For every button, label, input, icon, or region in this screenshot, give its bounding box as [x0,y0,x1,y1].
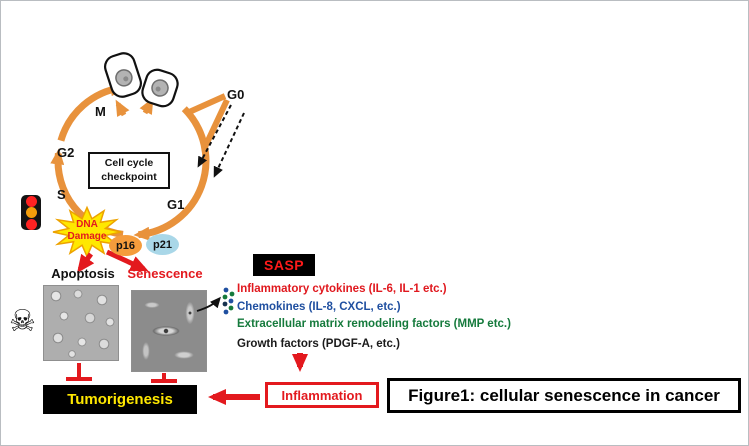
skull-icon: ☠ [9,304,36,339]
sasp-factor-matrix-remodeling: Extracellular matrix remodeling factors … [237,318,511,330]
phase-m-label: M [95,104,106,119]
senescence-label: Senescence [127,266,203,281]
phase-g0-label: G0 [227,87,245,102]
g0-branch [185,93,230,149]
secreted-factor-dots [222,287,235,315]
daughter-cells [104,52,179,108]
dna-damage-line1: DNA [76,219,98,230]
phase-g1-label: G1 [167,197,185,212]
figure-caption-box: Figure1: cellular senescence in cancer [387,378,741,413]
inflammation-box: Inflammation [265,382,379,408]
dna-damage-line2: Damage [67,230,107,242]
traffic-lamp-amber [25,207,37,218]
dna-damage-label: DNA Damage [57,219,117,242]
phase-g2-label: G2 [57,145,75,160]
sasp-factor-inflammatory-cytokines: Inflammatory cytokines (IL-6, IL-1 etc.) [237,283,447,295]
cell-cycle-checkpoint-box: Cell cycle checkpoint [88,152,170,190]
g0-return-arrows [197,104,245,178]
checkpoint-line2: checkpoint [101,170,157,183]
apoptosis-label: Apoptosis [51,266,115,281]
checkpoint-line1: Cell cycle [104,157,154,169]
p16-badge: p16 [109,235,142,256]
traffic-light-icon [21,195,41,230]
traffic-lamp-red [25,195,37,207]
sasp-factor-list: Inflammatory cytokines (IL-6, IL-1 etc.)… [237,281,511,353]
sasp-factor-chemokines: Chemokines (IL-8, CXCL, etc.) [237,300,401,313]
phase-s-label: S [57,187,66,202]
senescence-micrograph [131,290,207,372]
traffic-lamp-red2 [25,218,37,230]
sasp-title-box: SASP [253,254,316,276]
apoptosis-micrograph [43,285,119,361]
mitosis-arrows [115,97,154,118]
p21-badge: p21 [146,234,179,255]
sasp-factor-growth-factors: Growth factors (PDGF-A, etc.) [237,337,400,350]
tumorigenesis-box: Tumorigenesis [43,385,197,414]
